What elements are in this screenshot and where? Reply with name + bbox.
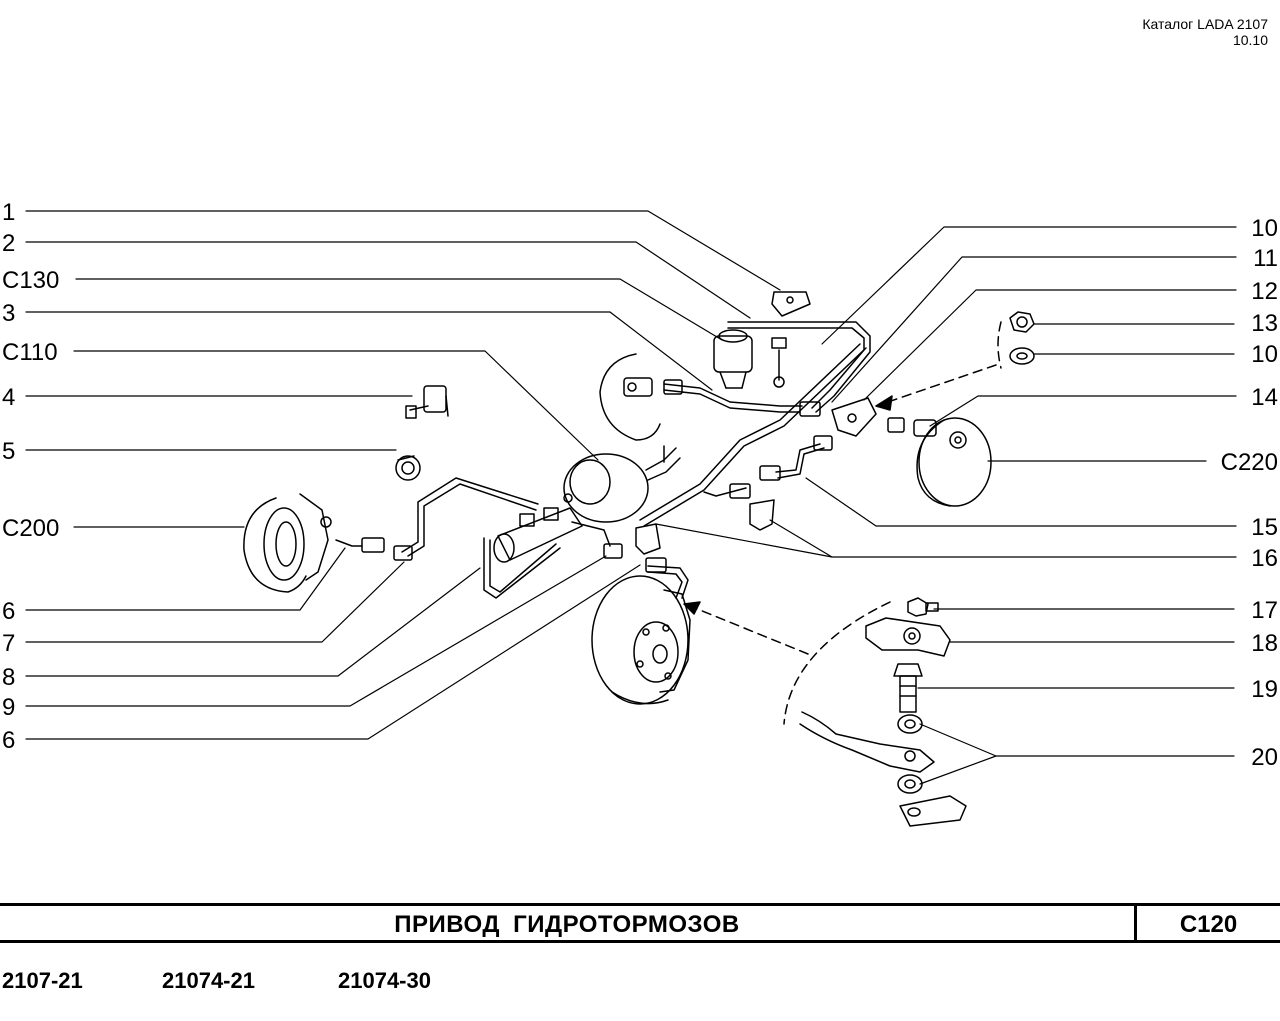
front-brake-disc-right xyxy=(591,575,691,705)
catalog-title: Каталог LADA 2107 xyxy=(1142,16,1268,32)
callout-right-2: 11 xyxy=(1253,245,1278,272)
bracket-1 xyxy=(771,291,811,317)
callout-right-8: 15 xyxy=(1251,514,1278,541)
arrow-head-upper xyxy=(875,395,893,411)
callout-right-12: 19 xyxy=(1251,676,1278,703)
title-bar: ПРИВОД ГИДРОТОРМОЗОВ C120 xyxy=(0,903,1280,943)
callout-left-3: C130 xyxy=(2,267,59,294)
callout-right-6: 14 xyxy=(1251,384,1278,411)
bolt-19 xyxy=(893,663,923,713)
vacuum-booster xyxy=(563,445,681,523)
tee-fitting xyxy=(831,397,877,437)
section-code: C120 xyxy=(1134,906,1280,940)
clip-16 xyxy=(635,499,775,555)
callout-right-13: 20 xyxy=(1251,744,1278,771)
callout-left-4: 3 xyxy=(2,300,15,327)
leader-lines-left xyxy=(25,210,781,740)
callout-right-4: 13 xyxy=(1251,310,1278,337)
master-cylinder xyxy=(493,507,583,563)
callout-right-11: 18 xyxy=(1251,630,1278,657)
callout-left-11: 8 xyxy=(2,664,15,691)
grommet-5 xyxy=(395,455,421,481)
callout-right-1: 10 xyxy=(1251,215,1278,242)
callout-right-10: 17 xyxy=(1251,597,1278,624)
leader-lines-right xyxy=(655,226,1237,785)
arrow-head-lower xyxy=(683,601,701,615)
washers-20 xyxy=(897,714,923,794)
callout-left-12: 9 xyxy=(2,694,15,721)
dashed-arrows xyxy=(689,321,1002,725)
callout-left-10: 7 xyxy=(2,630,15,657)
page-title: ПРИВОД ГИДРОТОРМОЗОВ xyxy=(394,911,740,938)
callout-labels-right: 10 11 12 13 10 14 C220 15 16 17 18 19 20 xyxy=(1221,215,1278,771)
brake-pipes xyxy=(401,321,871,599)
rear-brake-drum-right xyxy=(916,417,992,507)
model-code: 21074-21 xyxy=(162,968,255,993)
callout-right-9: 16 xyxy=(1251,545,1278,572)
brake-system-diagram: 1 2 C130 3 C110 4 5 C200 6 7 8 9 6 10 11… xyxy=(2,199,1278,827)
callout-left-2: 2 xyxy=(2,230,15,257)
callout-right-7: C220 xyxy=(1221,449,1278,476)
washer-10 xyxy=(1009,347,1035,365)
callout-left-13: 6 xyxy=(2,727,15,754)
model-code: 2107-21 xyxy=(2,968,83,993)
callout-left-8: C200 xyxy=(2,515,59,542)
rear-brake-drum-left xyxy=(599,353,661,441)
callout-left-5: C110 xyxy=(2,339,58,366)
model-code: 21074-30 xyxy=(338,968,431,993)
nut-13 xyxy=(1009,311,1035,333)
pressure-regulator xyxy=(713,329,787,389)
bolt-17 xyxy=(907,597,939,617)
model-list: 2107-21 21074-21 21074-30 xyxy=(0,968,1280,998)
callout-labels-left: 1 2 C130 3 C110 4 5 C200 6 7 8 9 6 xyxy=(2,199,59,754)
callout-right-3: 12 xyxy=(1251,278,1278,305)
catalog-date: 10.10 xyxy=(1232,32,1268,48)
front-brake-left xyxy=(243,493,363,593)
plate-18 xyxy=(865,617,951,657)
callout-left-6: 4 xyxy=(2,384,15,411)
callout-right-5: 10 xyxy=(1251,341,1278,368)
callout-left-7: 5 xyxy=(2,438,15,465)
pipe-fittings xyxy=(361,379,937,573)
flexible-hose xyxy=(799,711,967,827)
callout-left-9: 6 xyxy=(2,598,15,625)
catalog-header: Каталог LADA 2107 10.10 xyxy=(1142,16,1268,48)
fitting-4 xyxy=(405,385,449,419)
callout-left-1: 1 xyxy=(2,199,15,226)
